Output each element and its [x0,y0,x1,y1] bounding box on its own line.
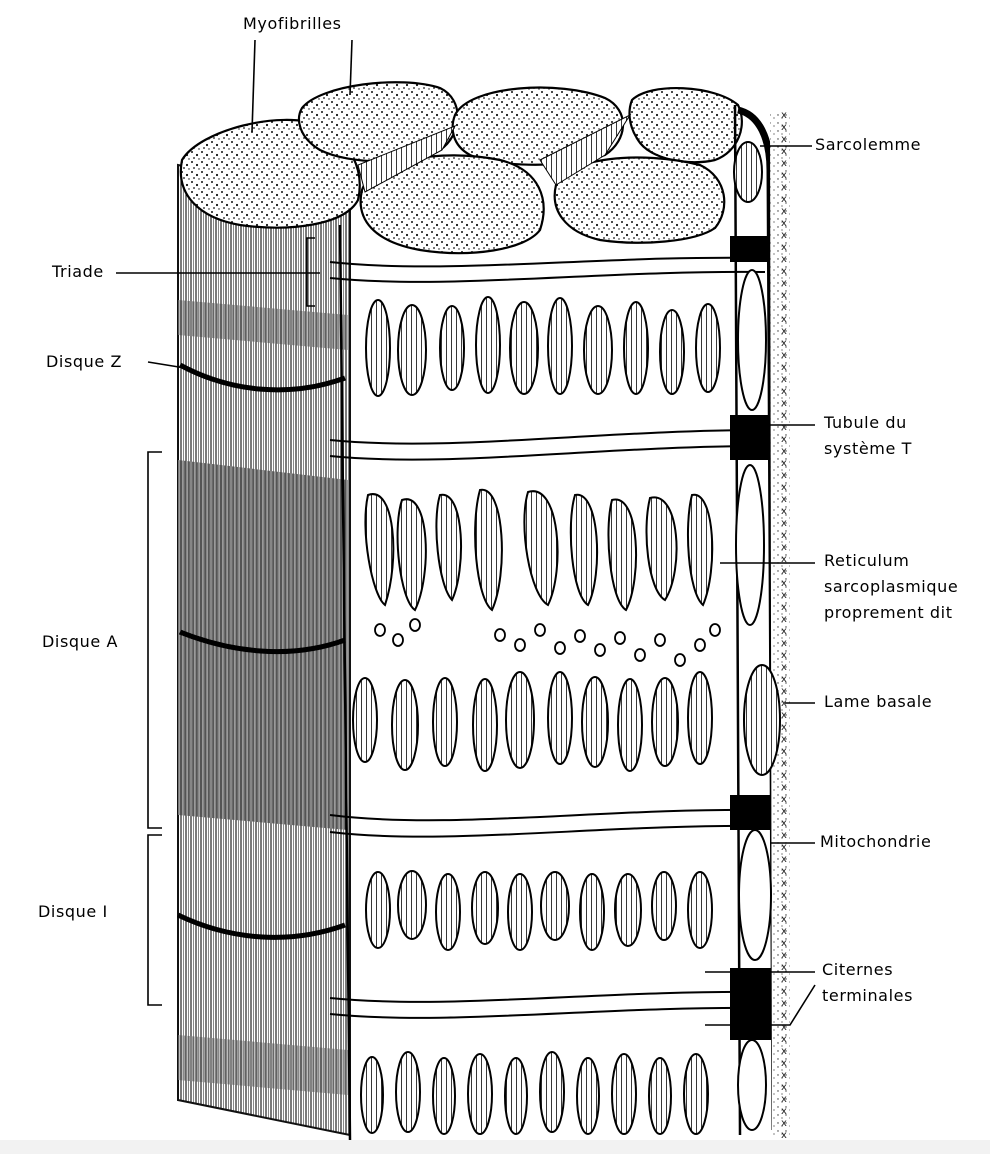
fenestrated-collar [374,609,721,671]
reticulum-lobes-band-2 [364,488,714,612]
label-disque-a: Disque A [42,632,119,651]
leader-myofibrilles-2 [349,39,353,96]
m-line [179,629,346,655]
sarcolemma-edge [730,106,792,1140]
label-myofibrilles: Myofibrilles [243,14,342,33]
myofibril-column [176,163,351,1137]
bracket-triade [306,237,315,307]
reticulum-lobes-band-3 [352,671,713,772]
reticulum-lobes-band-4 [365,870,713,951]
label-tubule-line2: système T [824,439,912,458]
label-citernes-line2: terminales [822,986,914,1005]
label-triade: Triade [52,262,104,281]
label-citernes-line1: Citernes [822,960,894,979]
bottom-band [0,1140,990,1154]
bracket-disque-a [147,451,162,829]
reticulum-lobes-band-1 [365,296,721,397]
bracket-disque-i [147,834,162,1006]
z-line-upper [178,362,346,393]
leader-citernes-2 [705,984,816,1026]
leader-myofibrilles-1 [251,39,256,133]
reticulum-body [329,104,766,1141]
label-disque-z: Disque Z [46,352,123,371]
label-reticulum-line1: Reticulum [824,551,910,570]
mitochondria [733,141,781,1131]
label-lame-basale: Lame basale [824,692,933,711]
z-line-lower [176,912,346,940]
label-reticulum-line3: proprement dit [824,603,953,622]
label-mitochondrie: Mitochondrie [820,832,932,851]
leader-disque-z [147,361,186,369]
label-sarcolemme: Sarcolemme [815,135,922,154]
reticulum-lobes-band-5 [360,1051,709,1135]
leader-lines [116,39,816,1026]
myofibril-cross-sections [179,81,743,255]
label-disque-i: Disque I [38,902,108,921]
label-tubule-line1: Tubule du [824,413,907,432]
label-reticulum-line2: sarcoplasmique [824,577,959,596]
